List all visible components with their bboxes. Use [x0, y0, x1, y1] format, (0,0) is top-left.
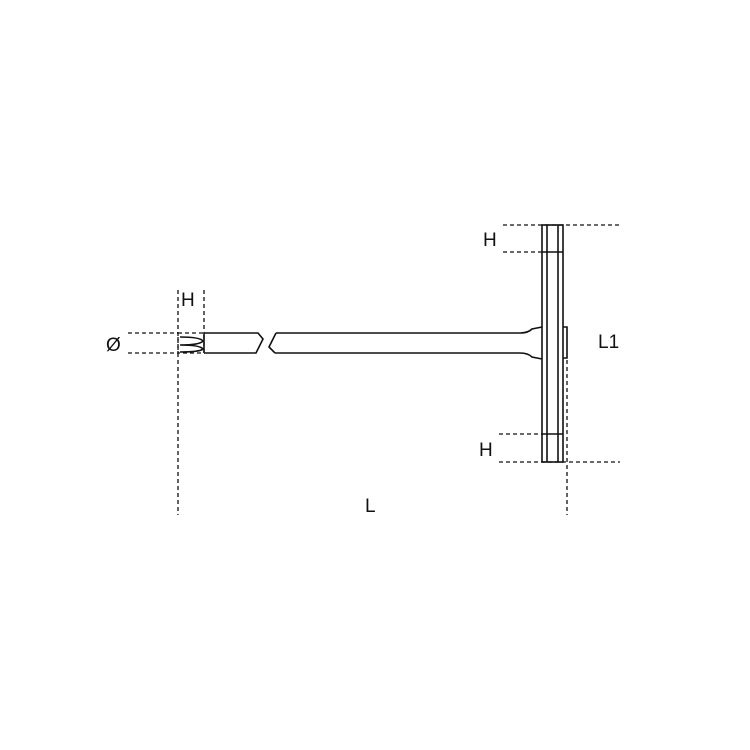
handle-bottom-h-label: H	[479, 440, 493, 461]
handle-top-h-label: H	[483, 230, 497, 251]
wrench-shaft	[203, 326, 543, 360]
diameter-label: Ø	[106, 335, 121, 356]
length-label: L	[365, 496, 376, 517]
tip-h-label: H	[181, 290, 195, 311]
handle-length-label: L1	[598, 332, 619, 353]
wrench-tip	[177, 332, 205, 354]
wrench-crossbar	[541, 224, 568, 463]
